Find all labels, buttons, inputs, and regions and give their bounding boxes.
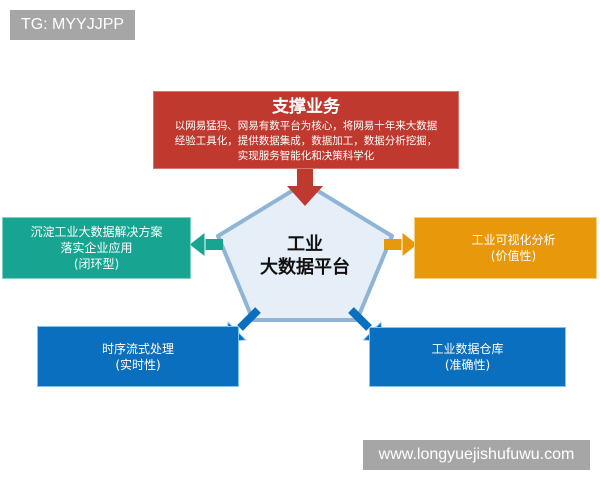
solution-line-3: (闭环型) — [73, 257, 120, 271]
support-business-box: 支撑业务 以网易猛犸、网易有数平台为核心，将网易十年来大数据 经验工具化，提供数… — [154, 92, 458, 168]
center-label: 工业 大数据平台 — [235, 233, 375, 279]
center-label-line-2: 大数据平台 — [260, 257, 350, 278]
data-warehouse-line-2: (准确性) — [444, 358, 491, 372]
solution-line-2: 落实企业应用 — [60, 241, 133, 255]
center-pentagon — [216, 181, 394, 322]
visualization-box: 工业可视化分析 (价值性) — [415, 218, 596, 278]
tg-badge: TG: MYYJJPP — [10, 10, 135, 40]
stream-processing-box: 时序流式处理 (实时性) — [38, 327, 238, 386]
support-desc-line-1: 以网易猛犸、网易有数平台为核心，将网易十年来大数据 — [174, 120, 438, 132]
solution-line-1: 沉淀工业大数据解决方案 — [30, 225, 163, 239]
solution-box: 沉淀工业大数据解决方案 落实企业应用 (闭环型) — [3, 218, 190, 278]
stream-processing-line-1: 时序流式处理 — [101, 341, 174, 356]
arrow-right-icon — [384, 230, 419, 259]
support-desc-line-3: 实现服务智能化和决策科学化 — [237, 150, 375, 162]
support-desc-line-2: 经验工具化，提供数据集成，数据加工，数据分析挖掘， — [174, 135, 438, 147]
support-title: 支撑业务 — [272, 97, 340, 117]
data-warehouse-line-1: 工业数据仓库 — [431, 342, 504, 356]
data-warehouse-box: 工业数据仓库 (准确性) — [370, 328, 565, 386]
stream-processing-line-2: (实时性) — [115, 357, 161, 372]
center-label-line-1: 工业 — [287, 234, 323, 255]
arrow-left-icon — [188, 230, 223, 259]
watermark-url: www.longyuejishufuwu.com — [363, 440, 590, 470]
visualization-line-1: 工业可视化分析 — [471, 233, 556, 247]
arrow-down-icon — [287, 166, 323, 206]
visualization-line-2: (价值性) — [490, 249, 537, 263]
